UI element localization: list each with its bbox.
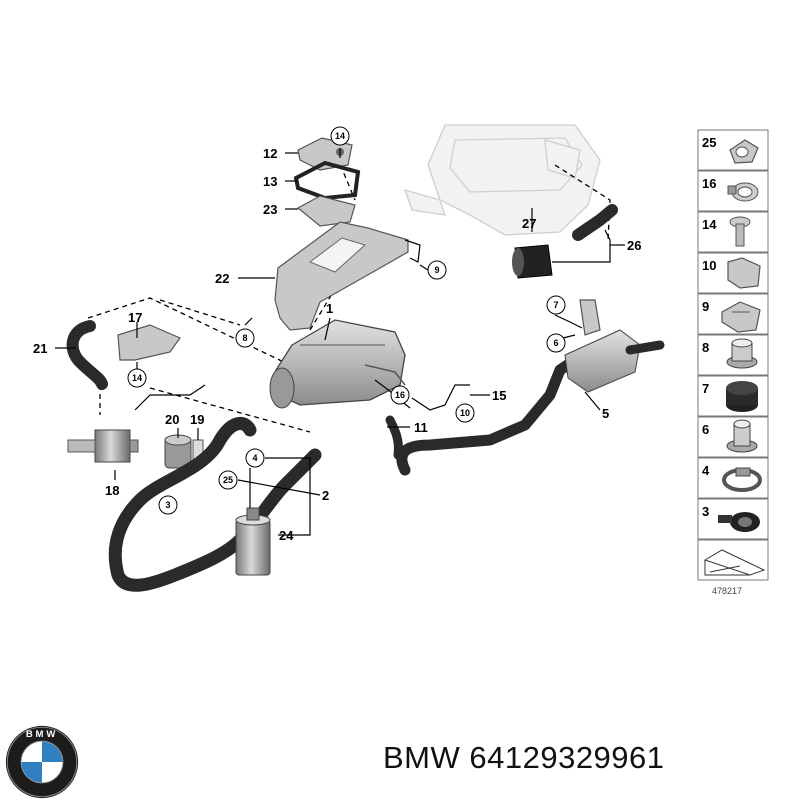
part-15-pipe xyxy=(411,384,470,411)
callout-1: 1 xyxy=(326,301,333,316)
legend-nut-8-icon xyxy=(726,338,758,369)
callout-15: 15 xyxy=(492,388,506,403)
callout-13: 13 xyxy=(263,174,277,189)
callout-14-left: 14 xyxy=(132,373,142,383)
legend-label-9: 9 xyxy=(702,299,709,314)
callout-12: 12 xyxy=(263,146,277,161)
engine-ghost xyxy=(403,124,601,236)
callout-23: 23 xyxy=(263,202,277,217)
legend-nut-6-icon xyxy=(726,419,758,453)
callout-8: 8 xyxy=(242,333,247,343)
legend-clip-9-icon xyxy=(721,301,761,333)
part-12-plate xyxy=(297,137,353,171)
legend-label-16: 16 xyxy=(702,176,716,191)
callout-9: 9 xyxy=(434,265,439,275)
part-1-heater xyxy=(269,319,406,409)
callout-2: 2 xyxy=(322,488,329,503)
legend-clamp-25-icon xyxy=(729,139,759,164)
legend-label-8: 8 xyxy=(702,340,709,355)
bmw-logo: BMW xyxy=(5,725,79,799)
callout-16: 16 xyxy=(395,390,405,400)
part-11-elbow xyxy=(385,415,403,460)
callout-5: 5 xyxy=(602,406,609,421)
callout-24: 24 xyxy=(279,528,294,543)
circled-callouts: 14 9 8 14 3 4 25 16 10 7 6 xyxy=(127,126,566,515)
legend-hose-clamp-4-icon xyxy=(722,467,762,492)
legend-arrow-icon xyxy=(703,549,766,576)
callout-26: 26 xyxy=(627,238,641,253)
legend-label-7: 7 xyxy=(702,381,709,396)
callout-20: 20 xyxy=(165,412,179,427)
callout-21: 21 xyxy=(33,341,47,356)
callout-7: 7 xyxy=(553,300,558,310)
callout-14-top: 14 xyxy=(335,131,345,141)
part-21-hose xyxy=(66,320,108,390)
part-20-clamp xyxy=(164,434,192,469)
callout-18: 18 xyxy=(105,483,119,498)
legend-label-4: 4 xyxy=(702,463,710,478)
legend-column: 25 16 14 10 9 8 7 6 4 3 xyxy=(697,129,769,596)
legend-label-6: 6 xyxy=(702,422,709,437)
part-13-gasket xyxy=(293,160,361,201)
part-26-ring xyxy=(512,244,553,279)
legend-label-14: 14 xyxy=(702,217,717,232)
part-3-hose xyxy=(108,417,322,592)
callout-6: 6 xyxy=(553,338,558,348)
callout-3: 3 xyxy=(165,500,170,510)
callout-11: 11 xyxy=(414,420,428,435)
legend-bolt-14-icon xyxy=(729,216,751,247)
legend-label-10: 10 xyxy=(702,258,716,273)
legend-label-25: 25 xyxy=(702,135,716,150)
part-18-pump xyxy=(67,384,206,463)
callout-25: 25 xyxy=(223,475,233,485)
part-5-exhaust xyxy=(396,299,665,476)
part-17-bracket xyxy=(117,324,181,361)
callout-10: 10 xyxy=(460,408,470,418)
part-22-bracket xyxy=(274,221,421,331)
part-number-caption: BMW 64129329961 xyxy=(383,740,665,775)
logo-letters: BMW xyxy=(26,729,58,740)
part-23-plate xyxy=(296,195,356,227)
legend-label-3: 3 xyxy=(702,504,709,519)
callout-17: 17 xyxy=(128,310,142,325)
legend-clamp-16-icon xyxy=(727,182,759,202)
legend-grommet-7-icon xyxy=(726,381,758,412)
part-24-filter xyxy=(235,507,271,576)
callout-22: 22 xyxy=(215,271,229,286)
diagram-ref-number: 478217 xyxy=(712,586,742,596)
callout-4: 4 xyxy=(252,453,257,463)
callout-19: 19 xyxy=(190,412,204,427)
legend-clamp-3-icon xyxy=(718,512,760,532)
legend-clip-10-icon xyxy=(727,257,761,289)
part-27-hose xyxy=(572,204,618,241)
callout-27: 27 xyxy=(522,216,536,231)
